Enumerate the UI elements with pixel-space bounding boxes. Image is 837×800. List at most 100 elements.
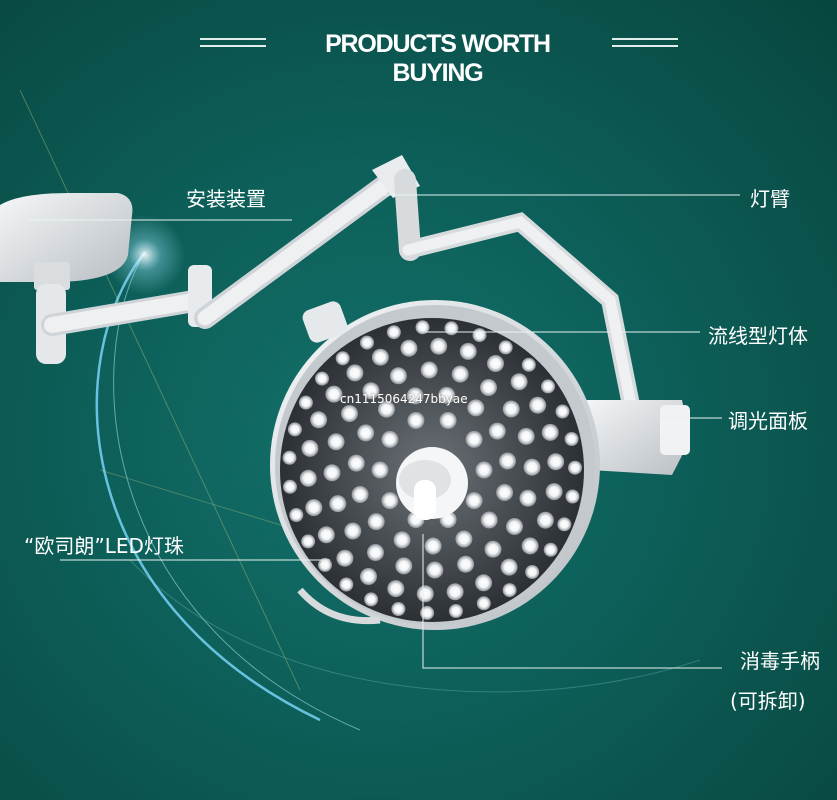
led-bead [310,411,328,429]
led-bead [496,484,514,501]
led-bead [523,458,541,476]
page-title: PRODUCTS WORTH BUYING [325,30,551,87]
led-bead [465,492,483,510]
led-bead [487,355,504,372]
led-bead [475,461,493,479]
led-bead [451,365,469,383]
led-bead [565,489,580,504]
led-bead [327,433,345,451]
watermark-text: cn1115064247bbyae [340,392,468,406]
led-bead [287,422,302,437]
label-sterile-handle: 消毒手柄 [740,649,820,673]
led-bead [488,422,506,440]
led-bead [568,460,582,475]
led-bead [289,508,304,522]
led-bead [498,340,513,355]
led-bead [360,335,374,350]
led-bead [395,557,413,575]
led-bead [323,464,341,482]
lamp-arms [41,155,639,409]
leader-lines [28,194,740,669]
led-bead [406,387,424,405]
label-dimming-panel: 调光面板 [728,409,808,433]
lamp-head [270,300,690,630]
led-bead [315,371,329,386]
led-bead [502,583,517,598]
led-bead [536,511,554,529]
led-bead [499,452,516,470]
led-bead [426,561,444,579]
led-bead [484,540,502,558]
led-bead [393,531,411,549]
led-bead [301,439,319,457]
led-bead [420,605,435,620]
led-bead [525,565,540,579]
led-bead [282,450,297,465]
led-bead [341,405,358,422]
led-bead [283,479,297,494]
led-bead [305,499,323,517]
led-bead [335,351,350,366]
led-bead [465,430,483,448]
led-bead [543,542,558,557]
led-bead [480,379,497,396]
led-bead [415,320,430,335]
led-bead [299,469,317,487]
led-bead [459,342,477,360]
led-bead [367,513,385,531]
led-bead [420,361,438,379]
led-bead [467,399,485,417]
led-bead [475,574,493,592]
led-bead [519,489,537,507]
led-bead [371,348,389,366]
led-bead [400,339,418,357]
led-bead [391,602,406,616]
led-bead [364,592,379,607]
led-bead [389,367,407,385]
led-bead [480,511,498,529]
led-bead [541,379,555,394]
led-bead [301,534,316,549]
led-bead [457,555,475,573]
header: PRODUCTS WORTH BUYING [0,26,837,87]
led-bead [381,430,399,448]
led-bead [329,495,347,513]
led-bead [446,583,464,601]
led-bead [362,382,380,400]
led-bead [545,483,563,501]
led-bead [448,604,463,618]
led-bead [336,549,354,567]
led-bead [416,585,434,603]
led-bead [564,432,579,446]
led-bead [521,357,536,372]
led-bead [557,517,572,532]
led-bead [387,580,405,598]
led-bead [472,328,487,343]
label-mounting-device: 安装装置 [186,187,266,211]
header-deco-lines-left [200,38,266,50]
led-bead [378,400,395,418]
led-bead [439,412,457,429]
led-bead [407,412,425,429]
label-led-beads: “欧司朗”LED灯珠 [24,534,184,558]
led-bead [298,395,313,410]
led-bead [529,396,547,414]
led-bead [424,537,442,555]
led-bead [318,557,332,572]
led-bead [357,424,375,442]
led-bead [517,427,535,445]
led-bead [371,461,389,479]
led-bead [346,364,364,382]
led-bead [430,337,448,355]
led-bead [500,558,518,576]
ceiling-mount [0,193,133,364]
led-bead [381,492,399,510]
led-bead [367,544,384,561]
led-bead [455,530,473,548]
label-lamp-arm: 灯臂 [750,187,790,211]
led-bead [360,568,377,585]
led-bead [555,404,570,419]
led-bead [444,321,459,336]
